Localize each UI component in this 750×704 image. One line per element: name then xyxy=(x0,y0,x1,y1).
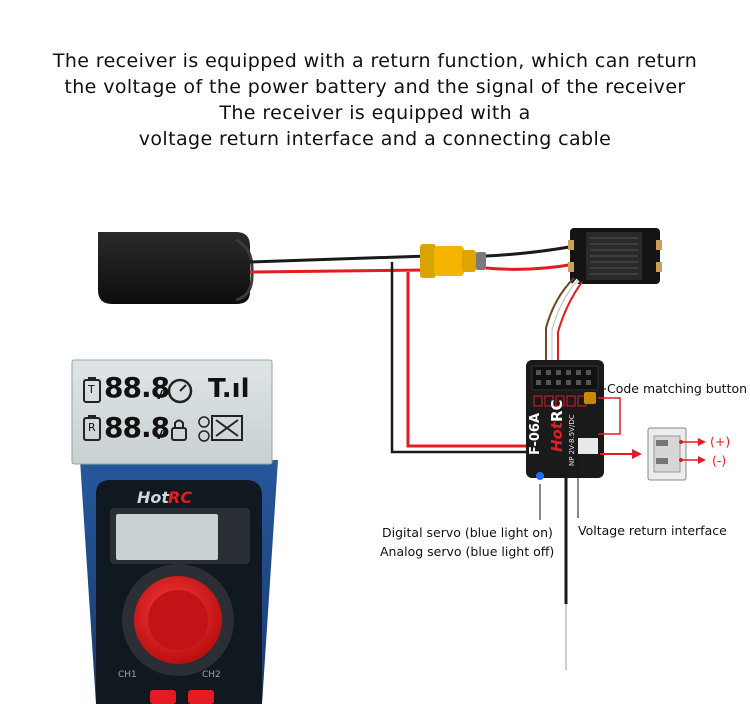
ch1-label: CH1 xyxy=(118,670,137,680)
headline-line-4: voltage return interface and a connectin… xyxy=(138,128,612,150)
minus-label: (-) xyxy=(712,453,727,468)
lcd-unit-1: v xyxy=(154,384,164,403)
receiver-model: F-06A xyxy=(528,412,543,455)
lcd-signal-icon: T.ıl xyxy=(208,374,250,404)
receiver-brand-rc: RC xyxy=(548,399,566,422)
code-button-callout-line xyxy=(598,397,621,435)
receiver-side-text: NP 2V-8.5V/DC xyxy=(568,414,576,466)
digital-servo-label: Digital servo (blue light on) xyxy=(382,525,553,540)
receiver xyxy=(526,360,604,480)
headline-line-2: the voltage of the power battery and the… xyxy=(64,76,686,98)
analog-servo-label: Analog servo (blue light off) xyxy=(380,544,555,559)
headline-line-3: The receiver is equipped with a xyxy=(219,102,531,124)
receiver-brand-hot: Hot xyxy=(548,421,566,452)
headline-line-1: The receiver is equipped with a return f… xyxy=(52,50,698,72)
esc-module xyxy=(568,228,662,284)
plus-label: (+) xyxy=(710,434,731,449)
lcd-unit-2: v xyxy=(154,424,164,443)
ch2-label: CH2 xyxy=(202,670,221,680)
transmitter-brand-rc: RC xyxy=(168,488,193,507)
battery xyxy=(98,232,254,304)
lcd-magnified xyxy=(71,359,273,465)
code-matching-label: Code matching button xyxy=(607,381,748,396)
lcd-r-marker: R xyxy=(88,421,96,434)
transmitter-body xyxy=(96,480,262,704)
xt60-connector xyxy=(420,244,486,278)
return-connector xyxy=(647,427,706,481)
lcd-voltage-2: 88.8 xyxy=(104,411,170,444)
voltage-return-label: Voltage return interface xyxy=(578,523,727,538)
voltage-arrow xyxy=(600,449,642,459)
lcd-t-marker: T xyxy=(88,383,95,396)
transmitter-brand-hot: Hot xyxy=(137,488,170,507)
lcd-voltage-1: 88.8 xyxy=(104,371,170,404)
